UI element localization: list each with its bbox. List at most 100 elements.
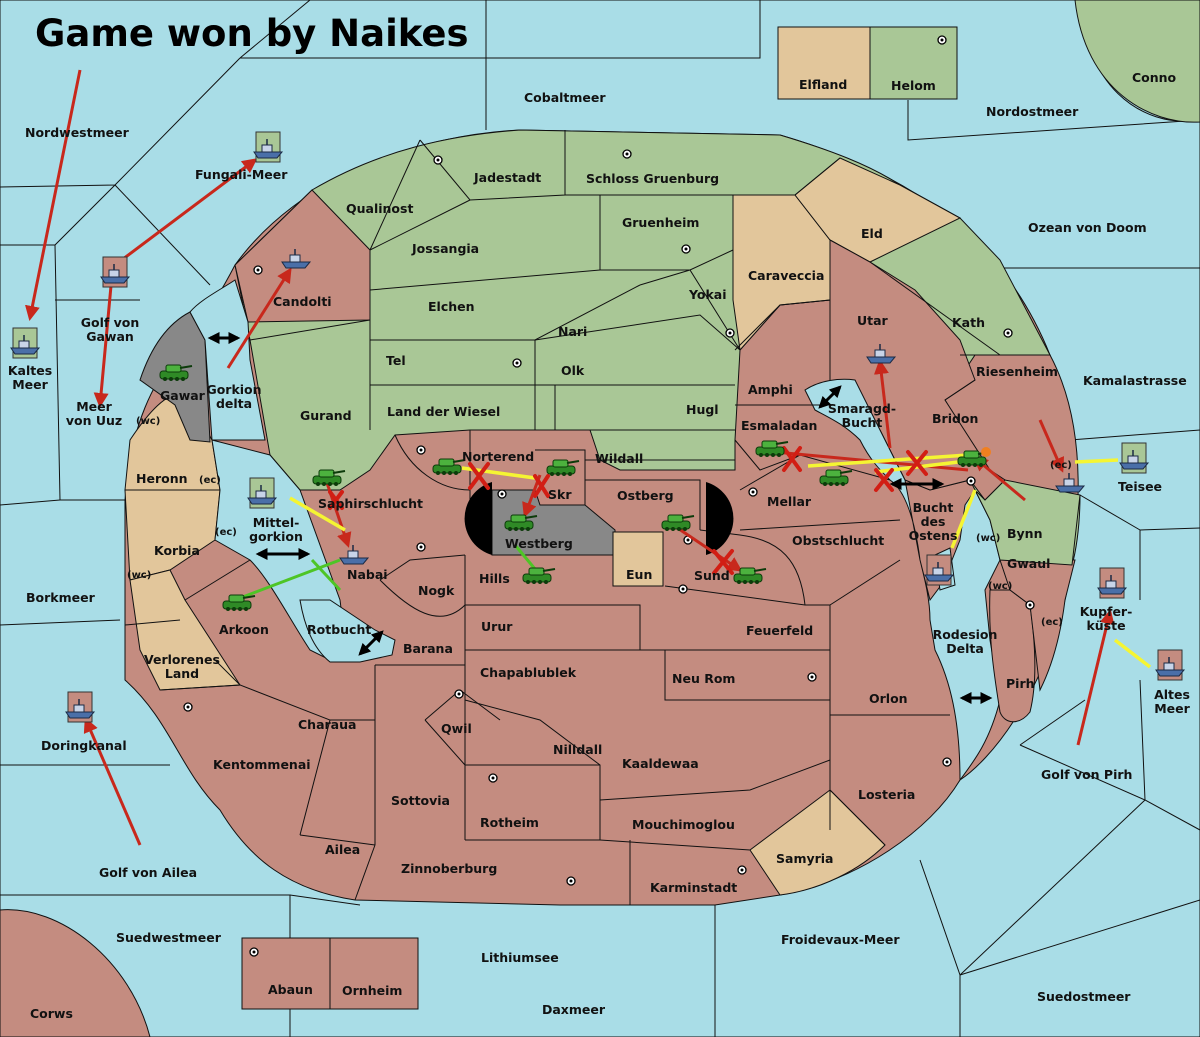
label-kaltes-line2: Meer bbox=[12, 377, 48, 392]
label-urur: Urur bbox=[481, 619, 513, 634]
label-rotheim: Rotheim bbox=[480, 815, 539, 830]
label-jossangia: Jossangia bbox=[411, 241, 479, 256]
label-kaaldewaa: Kaaldewaa bbox=[622, 756, 699, 771]
label-cobaltmeer: Cobaltmeer bbox=[524, 90, 606, 105]
label-daxmeer: Daxmeer bbox=[542, 1002, 606, 1017]
territory-elfland[interactable] bbox=[777, 26, 871, 100]
territory-conno[interactable] bbox=[1074, 0, 1200, 123]
label-elfland: Elfland bbox=[799, 77, 847, 92]
label-saphir: Saphirschlucht bbox=[318, 496, 423, 511]
label-feuerfeld: Feuerfeld bbox=[746, 623, 813, 638]
label-golf-gawan-line2: Gawan bbox=[86, 329, 134, 344]
coast-wc-bynn: (wc) bbox=[976, 533, 1000, 544]
label-candolti: Candolti bbox=[273, 294, 332, 309]
label-qwil: Qwil bbox=[441, 721, 472, 736]
red-region-borders bbox=[124, 454, 950, 905]
label-norterend: Norterend bbox=[462, 449, 534, 464]
label-hugl: Hugl bbox=[686, 402, 719, 417]
label-nogk: Nogk bbox=[418, 583, 455, 598]
label-utar: Utar bbox=[857, 313, 889, 328]
label-smaragd-line1: Smaragd- bbox=[828, 401, 896, 416]
label-losteria: Losteria bbox=[858, 787, 915, 802]
coast-wc-gwaul: (wc) bbox=[988, 581, 1012, 592]
label-corws: Corws bbox=[30, 1006, 73, 1021]
label-wildall: Wildall bbox=[595, 451, 643, 466]
territory-corws[interactable] bbox=[0, 909, 151, 1037]
label-chapab: Chapablublek bbox=[480, 665, 577, 680]
label-doringkanal: Doringkanal bbox=[41, 738, 127, 753]
territory-korbia[interactable] bbox=[124, 489, 221, 581]
label-gwaul: Gwaul bbox=[1007, 556, 1050, 571]
territory-candolti[interactable] bbox=[234, 189, 371, 323]
label-lithiumsee: Lithiumsee bbox=[481, 950, 559, 965]
failed-move-markers bbox=[328, 446, 928, 575]
coast-ec-gwaul: (ec) bbox=[1041, 617, 1063, 628]
label-qualinost: Qualinost bbox=[346, 201, 413, 216]
label-conno: Conno bbox=[1132, 70, 1177, 85]
label-bucht-line3: Ostens bbox=[909, 528, 958, 543]
coast-ec-bynn: (ec) bbox=[1050, 460, 1072, 471]
label-mellar: Mellar bbox=[767, 494, 812, 509]
label-helom: Helom bbox=[891, 78, 936, 93]
label-kentommenai: Kentommenai bbox=[213, 757, 311, 772]
labels: Nordwestmeer Cobaltmeer Nordostmeer Conn… bbox=[8, 70, 1191, 1021]
label-esmaladan: Esmaladan bbox=[741, 418, 817, 433]
label-elchen: Elchen bbox=[428, 299, 475, 314]
label-froidevaux: Froidevaux-Meer bbox=[781, 932, 900, 947]
label-nabai: Nabai bbox=[347, 567, 388, 582]
label-karminstadt: Karminstadt bbox=[650, 880, 737, 895]
label-mittelgorkion: Mittel-gorkion bbox=[249, 515, 303, 544]
blocked-marker-west bbox=[464, 482, 492, 555]
explosion-icon bbox=[981, 447, 991, 457]
label-kupferkueste: Kupfer-küste bbox=[1080, 604, 1133, 633]
label-orlon: Orlon bbox=[869, 691, 908, 706]
support-orders bbox=[289, 453, 1152, 669]
label-golf-ailea: Golf von Ailea bbox=[99, 865, 197, 880]
label-kupfer-line1: Kupfer- bbox=[1080, 604, 1133, 619]
label-nari: Nari bbox=[558, 324, 587, 339]
label-neu-rom: Neu Rom bbox=[672, 671, 735, 686]
label-gawar: Gawar bbox=[160, 388, 206, 403]
label-ailea: Ailea bbox=[325, 842, 360, 857]
sea-gorkion-delta[interactable] bbox=[189, 279, 266, 441]
label-rodesion-line1: Rodesion bbox=[933, 627, 998, 642]
label-mittel-line2: gorkion bbox=[249, 529, 303, 544]
label-kamalastrasse: Kamalastrasse bbox=[1083, 373, 1187, 388]
label-obstschlucht: Obstschlucht bbox=[792, 533, 884, 548]
label-sottovia: Sottovia bbox=[391, 793, 450, 808]
coast-wc-gawar: (wc) bbox=[136, 416, 160, 427]
blocked-marker-east bbox=[706, 482, 734, 555]
label-abaun: Abaun bbox=[268, 982, 313, 997]
label-rodesion-line2: Delta bbox=[946, 641, 984, 656]
label-golf-pirh: Golf von Pirh bbox=[1041, 767, 1132, 782]
label-mittel-line1: Mittel- bbox=[253, 515, 300, 530]
territory-ornheim[interactable] bbox=[329, 937, 419, 1010]
label-borkmeer: Borkmeer bbox=[26, 590, 96, 605]
label-arkoon: Arkoon bbox=[219, 622, 269, 637]
label-ornheim: Ornheim bbox=[342, 983, 402, 998]
label-korbia: Korbia bbox=[154, 543, 200, 558]
label-bucht-line1: Bucht bbox=[913, 500, 954, 515]
label-eld: Eld bbox=[861, 226, 883, 241]
label-teisee: Teisee bbox=[1118, 479, 1162, 494]
territory-gwaul[interactable] bbox=[999, 559, 1076, 692]
territory-bynn[interactable] bbox=[974, 479, 1081, 566]
supply-centers bbox=[183, 35, 1035, 957]
territory-eun[interactable] bbox=[612, 531, 664, 587]
coast-ec-heronn: (ec) bbox=[199, 475, 221, 486]
label-nilldall: Nilldall bbox=[553, 742, 602, 757]
move-orders bbox=[25, 69, 1115, 846]
adjacency-arrows bbox=[207, 332, 993, 704]
label-ozean-doom: Ozean von Doom bbox=[1028, 220, 1147, 235]
label-gruenheim: Gruenheim bbox=[622, 215, 699, 230]
label-samyria: Samyria bbox=[776, 851, 834, 866]
label-smaragd-line2: Bucht bbox=[842, 415, 883, 430]
label-smaragd: Smaragd-Bucht bbox=[828, 401, 896, 430]
label-altes-line1: Altes bbox=[1154, 687, 1190, 702]
label-caraveccia: Caraveccia bbox=[748, 268, 824, 283]
